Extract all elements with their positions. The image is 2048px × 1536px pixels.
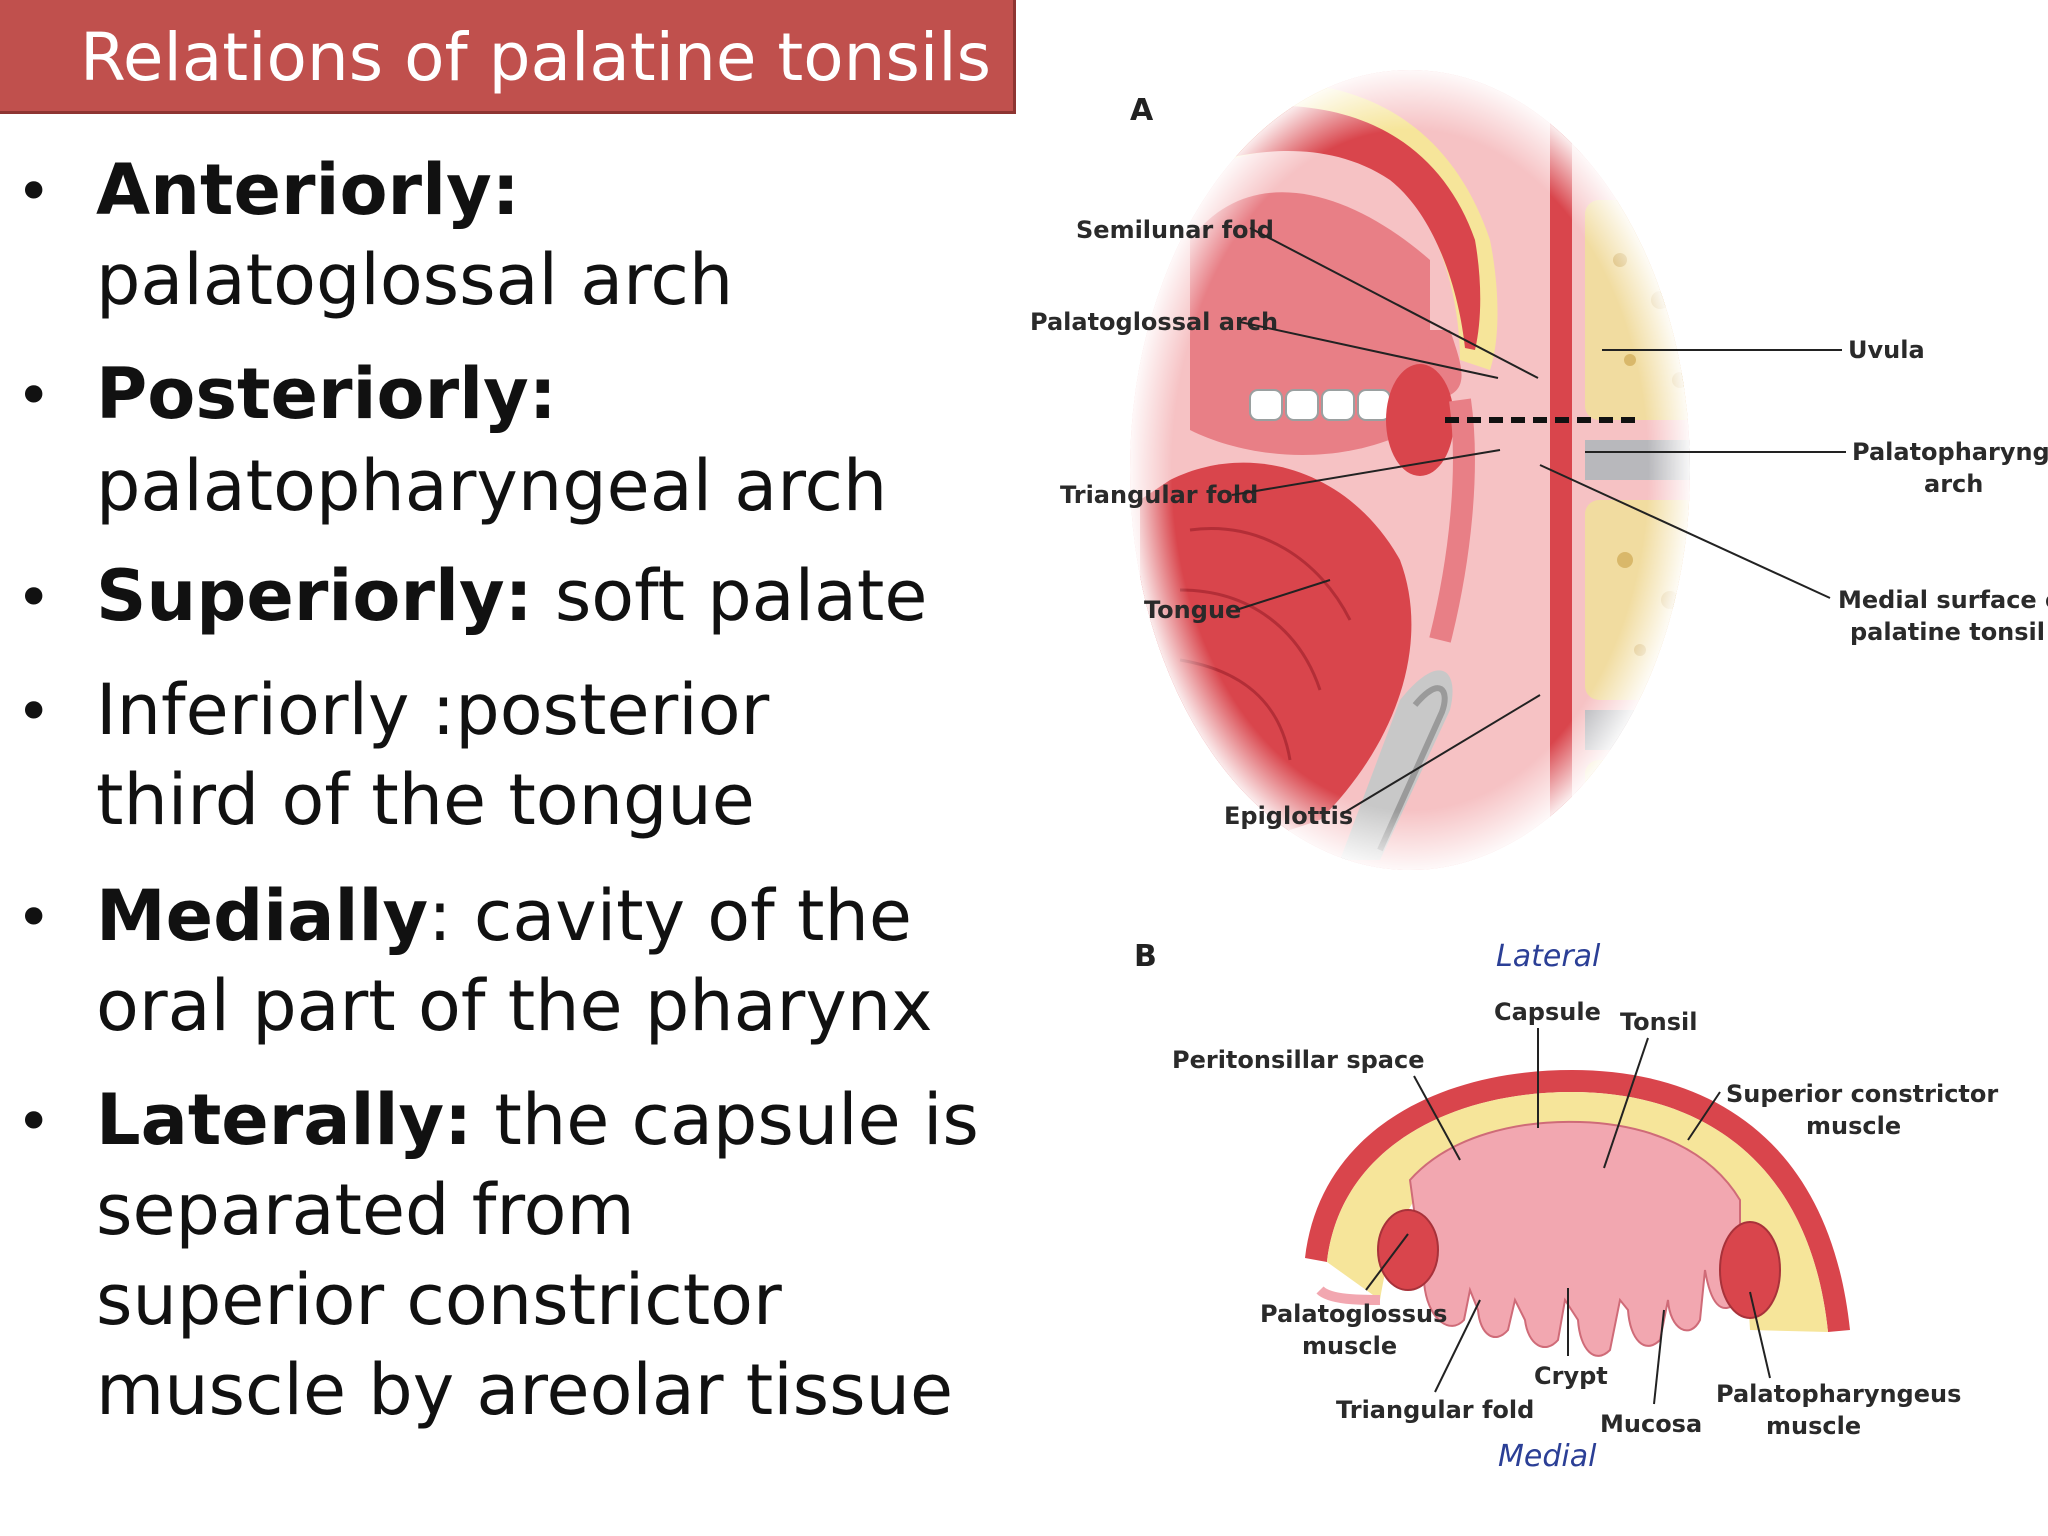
label-medial-surface-line2: palatine tonsil	[1850, 618, 2045, 646]
label-uvula: Uvula	[1848, 336, 1925, 364]
bullet-marker: •	[16, 563, 52, 633]
panel-label-a: A	[1130, 93, 1154, 128]
bullet-line: Laterally: the capsule is	[96, 1079, 979, 1161]
bullet-line: Superiorly: soft palate	[96, 555, 928, 637]
label-triangular-fold-b: Triangular fold	[1336, 1396, 1534, 1424]
bullet-marker: •	[16, 677, 52, 747]
bullet-line: Inferiorly :posterior	[96, 669, 770, 751]
bullet-line: third of the tongue	[96, 759, 755, 841]
label-semilunar-fold: Semilunar fold	[1076, 216, 1274, 244]
label-peritonsillar-space: Peritonsillar space	[1172, 1046, 1425, 1074]
label-palatopharyngeus-line1: Palatopharyngeus	[1716, 1380, 1961, 1408]
bullet-marker: •	[16, 1087, 52, 1157]
label-palatoglossus-line2: muscle	[1302, 1332, 1397, 1360]
tonsil-anatomy-diagram: A Semilunar fold Palatoglossal arch Tria…	[1030, 70, 2048, 1474]
bullet-line: Medially: cavity of the	[96, 875, 912, 957]
bullet-marker: •	[16, 157, 52, 227]
bullet-line: separated from	[96, 1169, 635, 1251]
label-medial: Medial	[1498, 1439, 1597, 1474]
bullet-line: palatoglossal arch	[96, 239, 734, 321]
label-superior-constrictor-line1: Superior constrictor	[1726, 1080, 1998, 1108]
label-palatopharyngeal-arch-line2: arch	[1924, 470, 1983, 498]
label-epiglottis: Epiglottis	[1224, 802, 1353, 830]
bullet-list: • Anteriorly: palatoglossal arch • Poste…	[16, 149, 979, 1431]
bullet-line: palatopharyngeal arch	[96, 445, 888, 527]
bullet-marker: •	[16, 883, 52, 953]
label-tongue: Tongue	[1144, 596, 1241, 624]
label-triangular-fold: Triangular fold	[1060, 481, 1258, 509]
bullet-line: Posteriorly:	[96, 353, 557, 435]
label-palatopharyngeal-arch-line1: Palatopharyngeal	[1852, 438, 2048, 466]
label-capsule: Capsule	[1494, 998, 1601, 1026]
figure-b-illustration	[1305, 1070, 1850, 1357]
label-palatoglossus-line1: Palatoglossus	[1260, 1300, 1447, 1328]
label-palatopharyngeus-line2: muscle	[1766, 1412, 1861, 1440]
label-tonsil: Tonsil	[1620, 1008, 1698, 1036]
panel-label-b: B	[1134, 939, 1157, 974]
label-superior-constrictor-line2: muscle	[1806, 1112, 1901, 1140]
bullet-line: muscle by areolar tissue	[96, 1349, 954, 1431]
label-lateral: Lateral	[1496, 939, 1601, 974]
bullet-line: Anteriorly:	[96, 149, 520, 231]
bullet-line: oral part of the pharynx	[96, 965, 933, 1047]
bullet-line: superior constrictor	[96, 1259, 782, 1341]
slide-title: Relations of palatine tonsils	[80, 19, 991, 96]
label-medial-surface-line1: Medial surface of	[1838, 586, 2048, 614]
label-crypt: Crypt	[1534, 1362, 1608, 1390]
label-palatoglossal-arch: Palatoglossal arch	[1030, 308, 1278, 336]
title-banner: Relations of palatine tonsils	[0, 0, 1016, 114]
bullet-marker: •	[16, 361, 52, 431]
figure-a-illustration	[1130, 70, 1690, 870]
label-mucosa: Mucosa	[1600, 1410, 1702, 1438]
